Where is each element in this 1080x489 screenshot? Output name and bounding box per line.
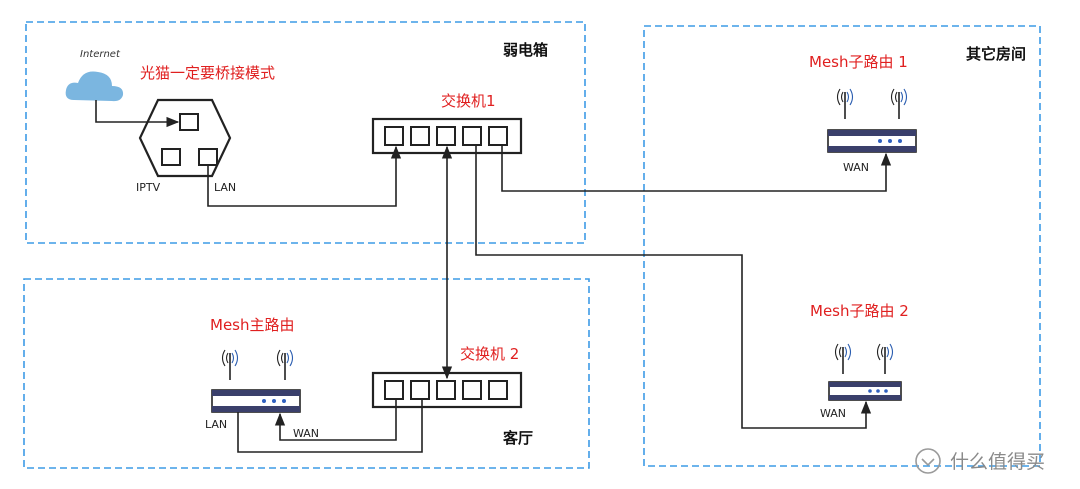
link-mesh-main-lan-switch2 [237, 400, 423, 453]
zone-weak-box [25, 21, 586, 244]
zone-label-living-room: 客厅 [502, 429, 533, 447]
modem-port-iptv [161, 148, 181, 166]
mesh-main-lan-label: LAN [205, 418, 227, 431]
link-switch1-mesh-sub1 [501, 145, 892, 192]
mesh-sub1-label: Mesh子路由 1 [809, 53, 908, 71]
mesh-main-wan-label: WAN [293, 427, 319, 440]
zone-label-other-rooms: 其它房间 [966, 45, 1026, 63]
mesh-sub1-wan-label: WAN [843, 161, 869, 174]
watermark-logo-icon [915, 448, 941, 474]
switch1-port-4 [462, 126, 482, 146]
switch2-port-1 [384, 380, 404, 400]
mesh-sub2-label: Mesh子路由 2 [810, 302, 909, 320]
link-modem-switch1 [207, 145, 402, 207]
mesh-sub2-router-icon [828, 343, 902, 401]
switch1-port-3 [436, 126, 456, 146]
switch2-port-5 [488, 380, 508, 400]
switch2-port-3 [436, 380, 456, 400]
modem-port-lan [198, 148, 218, 166]
switch2-label: 交换机 2 [460, 345, 519, 363]
iptv-label: IPTV [136, 181, 161, 194]
cloud-icon [65, 71, 124, 102]
modem-label: 光猫一定要桥接模式 [140, 64, 275, 82]
switch1-port-2 [410, 126, 430, 146]
link-switch2-mesh-main-wan [274, 398, 397, 441]
switch1-label: 交换机1 [441, 92, 496, 110]
zone-label-weak-box: 弱电箱 [503, 41, 548, 59]
mesh-main-router-icon [211, 349, 301, 413]
zone-other-rooms [643, 25, 1041, 467]
mesh-main-label: Mesh主路由 [210, 316, 295, 334]
watermark-text: 什么值得买 [950, 451, 1045, 473]
switch2-port-2 [410, 380, 430, 400]
switch1-port-1 [384, 126, 404, 146]
switch2-port-4 [462, 380, 482, 400]
switch1-port-5 [488, 126, 508, 146]
link-switch1-mesh-sub2 [475, 145, 872, 429]
internet-label: Internet [80, 49, 121, 60]
modem-port-internet [179, 113, 199, 131]
mesh-sub1-router-icon [827, 88, 917, 153]
zone-living-room [23, 278, 590, 469]
mesh-sub2-wan-label: WAN [820, 407, 846, 420]
modem-lan-label: LAN [214, 181, 236, 194]
link-internet-modem [95, 100, 180, 128]
